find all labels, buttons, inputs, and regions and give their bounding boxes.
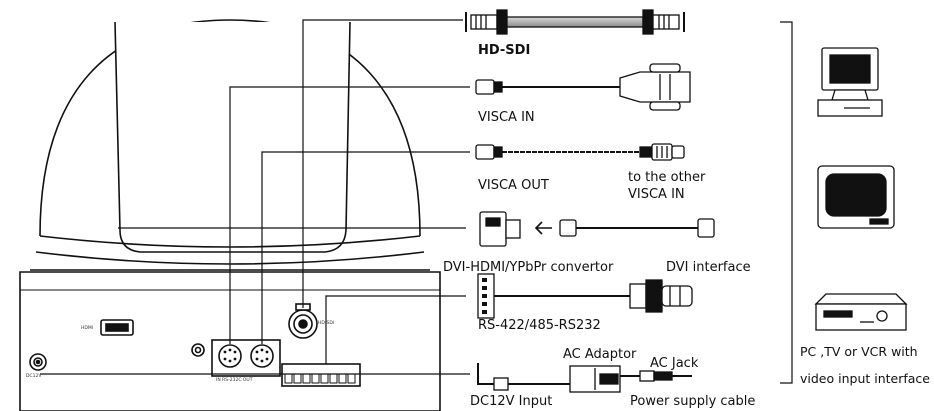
rs232c-ports bbox=[211, 339, 281, 377]
devices-caption-1: PC ,TV or VCR with bbox=[800, 344, 918, 359]
cable-hdsdi bbox=[465, 9, 685, 35]
device-bracket bbox=[780, 21, 793, 384]
label-ac-adaptor: AC Adaptor bbox=[563, 347, 637, 362]
cable-visca-out bbox=[475, 143, 685, 161]
hdsdi-port-label: HD-SDI bbox=[318, 321, 335, 326]
cable-dvi bbox=[479, 211, 715, 247]
hdmi-port bbox=[100, 319, 134, 336]
vcr-icon bbox=[814, 293, 908, 331]
label-visca-out: VISCA OUT bbox=[478, 178, 549, 193]
dc12v-port-label: DC12V bbox=[26, 374, 42, 379]
cable-visca-in bbox=[475, 63, 691, 111]
label-rs422: RS-422/485-RS232 bbox=[478, 318, 601, 333]
leader-hdsdi bbox=[302, 19, 463, 308]
cable-power bbox=[477, 363, 692, 393]
tv-icon bbox=[817, 165, 895, 229]
label-visca-in: VISCA IN bbox=[478, 110, 535, 125]
label-power-supply-cable: Power supply cable bbox=[630, 394, 756, 409]
label-visca-out-right-2: VISCA IN bbox=[628, 187, 685, 202]
leader-rs422 bbox=[325, 295, 466, 364]
hdmi-port-label: HDMI bbox=[81, 326, 94, 331]
leader-visca-in bbox=[229, 86, 470, 344]
leader-lines bbox=[40, 19, 470, 375]
devices-caption-2: video input interface bbox=[800, 371, 930, 386]
camera-window bbox=[114, 21, 351, 253]
label-dc12v-input: DC12V Input bbox=[470, 394, 553, 409]
label-visca-out-right-1: to the other bbox=[628, 170, 706, 185]
label-dvi-interface: DVI interface bbox=[666, 260, 751, 275]
label-dvi-convertor: DVI-HDMI/YPbPr convertor bbox=[443, 260, 614, 275]
terminal-block bbox=[281, 363, 361, 387]
pc-icon bbox=[817, 47, 883, 117]
dc12v-socket bbox=[29, 353, 47, 371]
rs232c-port-label: IN RS-232C OUT bbox=[216, 378, 253, 383]
label-hdsdi: HD-SDI bbox=[478, 43, 531, 58]
label-ac-jack: AC Jack bbox=[650, 356, 699, 371]
cable-rs422 bbox=[477, 273, 693, 319]
leader-visca-out bbox=[261, 151, 470, 344]
